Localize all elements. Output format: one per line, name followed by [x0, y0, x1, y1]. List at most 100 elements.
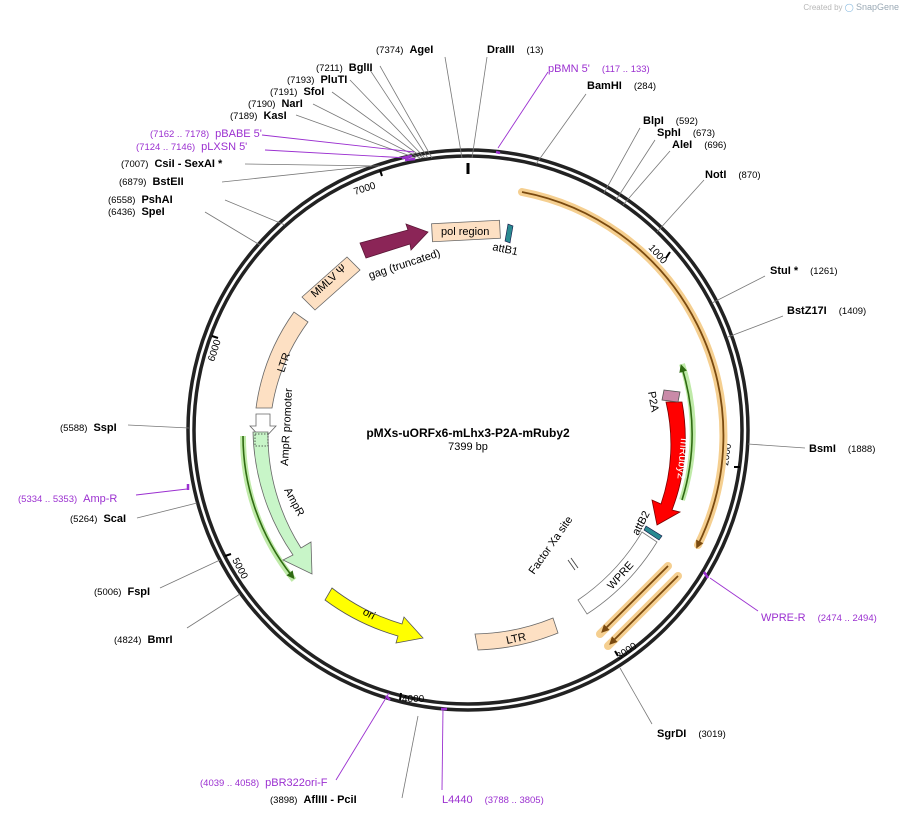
site-label-pluti[interactable]: (7193) PluTI [287, 74, 347, 86]
site-label-amp-r[interactable]: (5334 .. 5353)Amp-R [18, 493, 117, 505]
site-label-pshai[interactable]: (6558) PshAI [108, 194, 173, 206]
site-label-pbabe-5[interactable]: (7162 .. 7178)pBABE 5' [150, 128, 262, 140]
tick-3000 [614, 650, 619, 657]
site-label-kasi[interactable]: (7189)KasI [230, 110, 287, 122]
feature-wpre[interactable]: WPRE [577, 531, 658, 615]
site-label-wpre-r[interactable]: WPRE-R (2474 .. 2494) [761, 612, 877, 624]
site-position: (592) [676, 116, 698, 127]
feature-factor-xa[interactable]: Factor Xa site [527, 514, 579, 577]
site-label-pbmn-5[interactable]: pBMN 5' (117 .. 133) [548, 63, 650, 75]
feature-attB1[interactable]: attB1 [491, 223, 519, 258]
attB1-label: attB1 [491, 241, 519, 258]
site-label-draiii[interactable]: DraIII(13) [487, 44, 543, 56]
site-name: CsiI - SexAI * [154, 158, 223, 170]
site-label-sgrdi[interactable]: SgrDI(3019) [657, 728, 726, 740]
backbone [186, 148, 750, 712]
feature-gag[interactable]: gag (truncated) [359, 223, 442, 282]
site-name: AgeI [409, 44, 433, 56]
site-label-bsteii[interactable]: (6879) BstEII [119, 176, 184, 188]
site-label-sphi[interactable]: SphI(673) [657, 127, 715, 139]
mruby2-label: mRuby2 [674, 438, 690, 480]
feature-ltr-left[interactable]: LTR [255, 311, 309, 409]
site-name: pBR322ori-F [265, 777, 328, 789]
feature-ampr-promoter[interactable]: AmpR promoter [249, 388, 295, 466]
site-label-stui[interactable]: StuI *(1261) [770, 265, 838, 277]
site-label-afliii-pcii[interactable]: (3898)AflIII - PciI [270, 794, 357, 806]
site-label-l4440[interactable]: L4440(3788 .. 3805) [442, 794, 544, 806]
site-position: (6558) [108, 195, 135, 206]
site-label-noti[interactable]: NotI(870) [705, 169, 761, 181]
site-label-bstz17i[interactable]: BstZ17I (1409) [787, 305, 866, 317]
site-name: SphI [657, 127, 681, 139]
site-name: pLXSN 5' [201, 141, 247, 153]
feature-mruby2[interactable]: mRuby2 [651, 401, 690, 526]
site-name: BamHI [587, 80, 622, 92]
site-label-bamhi[interactable]: BamHI (284) [587, 80, 656, 92]
tick-4000 [399, 692, 402, 701]
snapgene-logo-icon: ◯ [844, 3, 854, 12]
feature-mmlv-psi[interactable]: MMLV Ψ [301, 256, 361, 311]
site-name: PluTI [320, 74, 347, 86]
site-position: (1409) [839, 306, 866, 317]
site-label-pbr322ori-f[interactable]: (4039 .. 4058) pBR322ori-F [200, 777, 328, 789]
site-name: BstEII [152, 176, 183, 188]
site-name: AleI [672, 139, 692, 151]
site-label-scai[interactable]: (5264)ScaI [70, 513, 126, 525]
ltr-bottom-label: LTR [505, 631, 527, 647]
site-position: (13) [527, 45, 544, 56]
site-position: (696) [704, 140, 726, 151]
site-label-nari[interactable]: (7190)NarI [248, 98, 303, 110]
site-label-plxsn-5[interactable]: (7124 .. 7146) pLXSN 5' [136, 141, 247, 153]
site-name: pBMN 5' [548, 63, 590, 75]
site-label-alei[interactable]: AleI (696) [672, 139, 726, 151]
site-label-bmri[interactable]: (4824)BmrI [114, 634, 173, 646]
tick-label-7000: 7000 [353, 180, 378, 197]
site-name: SgrDI [657, 728, 686, 740]
site-name: KasI [263, 110, 286, 122]
site-position: (7162 .. 7178) [150, 129, 209, 140]
site-label-bglii[interactable]: (7211)BglII [316, 62, 373, 74]
site-position: (117 .. 133) [602, 64, 650, 75]
site-position: (7193) [287, 75, 314, 86]
site-position: (7124 .. 7146) [136, 142, 195, 153]
primer-connectors [135, 71, 759, 791]
site-position: (7211) [316, 63, 343, 74]
ori-label: ori [361, 606, 377, 622]
site-name: BsmI [809, 443, 836, 455]
site-position: (284) [634, 81, 656, 92]
tick-7000 [379, 169, 383, 177]
site-label-sspi[interactable]: (5588)SspI [60, 422, 117, 434]
snapgene-credit: Created by ◯ SnapGene [803, 2, 899, 12]
site-position: (1888) [848, 444, 875, 455]
site-label-spei[interactable]: (6436)SpeI [108, 206, 165, 218]
site-position: (4039 .. 4058) [200, 778, 259, 789]
site-position: (2474 .. 2494) [818, 613, 877, 624]
site-label-sfoi[interactable]: (7191)SfoI [270, 86, 324, 98]
site-label-blpi[interactable]: BlpI(592) [643, 115, 698, 127]
tick-1000 [665, 251, 671, 259]
site-label-agei[interactable]: (7374)AgeI [376, 44, 433, 56]
site-labels: (7374)AgeI DraIII(13) pBMN 5' (117 .. 133) B… [18, 44, 877, 806]
ampr-promoter-label: AmpR promoter [279, 388, 295, 466]
site-name: WPRE-R [761, 612, 806, 624]
feature-pol-region[interactable]: pol region [431, 219, 501, 243]
site-label-fspi[interactable]: (5006)FspI [94, 586, 150, 598]
feature-ltr-bottom[interactable]: LTR [474, 617, 559, 651]
feature-p2a[interactable]: P2A [645, 389, 681, 414]
orange-wpre-arrows [596, 562, 682, 650]
site-name: BstZ17I [787, 305, 827, 317]
green-right-arrow [679, 363, 696, 501]
site-position: (6879) [119, 177, 146, 188]
site-position: (870) [738, 170, 760, 181]
site-position: (3788 .. 3805) [485, 795, 544, 806]
site-name: Amp-R [83, 493, 117, 505]
pol-label: pol region [441, 226, 489, 238]
site-position: (3898) [270, 795, 297, 806]
site-label-csii-sexai[interactable]: (7007)CsiI - SexAI * [121, 158, 223, 170]
site-label-bsmi[interactable]: BsmI (1888) [809, 443, 875, 455]
feature-ori[interactable]: ori [324, 587, 424, 644]
backbone-outer [186, 148, 750, 712]
site-name: PshAI [141, 194, 172, 206]
site-name: SpeI [141, 206, 164, 218]
site-position: (5264) [70, 514, 97, 525]
